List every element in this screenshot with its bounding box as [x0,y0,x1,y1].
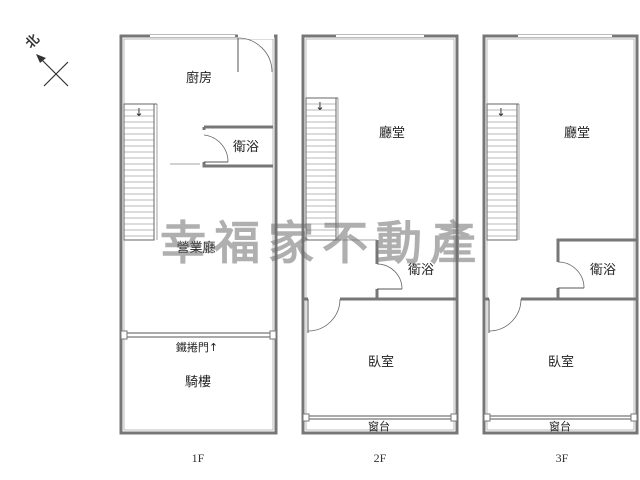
shutter-label: 鐵捲門↑ [176,340,218,354]
bathroom-label: 衛浴 [233,140,259,155]
bedroom-label: 臥室 [368,354,394,370]
bedroom-label: 臥室 [548,354,574,370]
svg-text:↓: ↓ [315,100,324,113]
staircase: ↓ [486,103,520,241]
business-hall-label: 營業廳 [176,240,215,256]
watermark: 幸福家不動產 [160,216,484,270]
floor-plan-1f: ↓ 廚房 衛浴 營業廳 鐵捲門↑ 騎樓 1F [119,34,278,465]
compass: 北 [23,32,69,87]
arcade-label: 騎樓 [185,375,211,390]
balcony-line-2f [302,413,458,422]
svg-text:↓: ↓ [134,106,143,119]
bedroom-wall-3f [484,297,637,333]
bathroom-2f [336,239,403,299]
bathroom-3f [556,238,637,299]
entrance-door [237,34,274,73]
hall-label: 廳堂 [564,125,590,141]
floor-plan-2f: ↓ 廳堂 衛浴 臥室 窗台 2F [301,34,459,465]
bedroom-wall-2f [303,297,457,333]
compass-cross-line [43,61,69,87]
floor-plan-3f: ↓ 廳堂 衛浴 臥室 窗台 3F [482,34,639,465]
outer-wall-inner [486,38,635,431]
compass-arrow-line [37,55,69,87]
bathroom-label: 衛浴 [590,263,616,278]
staircase: ↓ [305,97,339,241]
outer-wall [482,34,639,435]
floor-label-1f: 1F [192,451,205,465]
bathroom-1f [170,125,273,168]
north-label: 北 [23,32,43,52]
balcony-line-3f [483,413,638,422]
floor-label-2f: 2F [374,451,387,465]
hall-label: 廳堂 [379,125,405,141]
compass-arrow-head [36,54,46,63]
svg-text:↓: ↓ [496,106,505,119]
floor-label-3f: 3F [556,451,569,465]
bathroom-label: 衛浴 [408,263,434,278]
kitchen-label: 廚房 [186,70,212,86]
shutter-line [120,330,277,340]
balcony-label: 窗台 [368,419,390,433]
staircase: ↓ [123,103,158,241]
balcony-label: 窗台 [549,419,571,433]
